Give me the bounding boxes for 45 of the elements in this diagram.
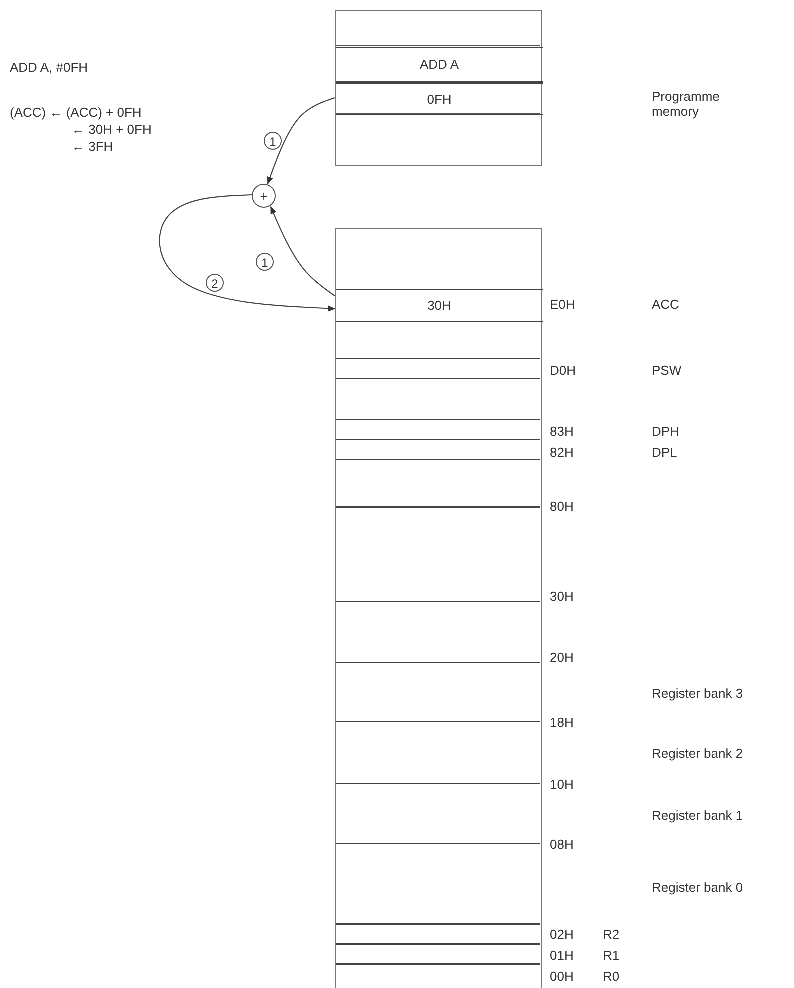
cell-text: 0FH <box>426 92 453 107</box>
arrow <box>267 97 336 185</box>
memory-label: 82H <box>550 445 574 460</box>
memory-label: 18H <box>550 715 574 730</box>
memory-label: 08H <box>550 837 574 852</box>
equation-text: ← 30H + 0FH <box>72 122 152 137</box>
memory-label: D0H <box>550 363 576 378</box>
edge-label: 1 <box>256 253 274 271</box>
memory-label: Register bank 1 <box>652 808 744 823</box>
memory-label: 01H <box>550 948 574 963</box>
memory-label: PSW <box>652 363 682 378</box>
memory-cell <box>336 82 543 115</box>
edge-label: 2 <box>206 274 224 292</box>
memory-label: R2 <box>603 927 620 942</box>
memory-label: DPH <box>652 424 680 439</box>
memory-label: 02H <box>550 927 574 942</box>
arrow <box>270 206 336 296</box>
cell-text: + <box>259 189 269 204</box>
cell-text: ADD A <box>418 57 460 72</box>
memory-label: Register bank 3 <box>652 686 744 701</box>
address-label: E0H <box>550 297 576 312</box>
memory-label: 83H <box>550 424 574 439</box>
memory-block <box>335 10 542 166</box>
memory-label: 00H <box>550 969 574 984</box>
memory-label: DPL <box>652 445 678 460</box>
memory-label: 30H <box>550 589 574 604</box>
adder-circle <box>252 184 276 208</box>
memory-title: Programme memory <box>652 89 721 119</box>
arrow <box>159 194 336 312</box>
memory-label: 20H <box>550 650 574 665</box>
memory-label: Register bank 0 <box>652 880 744 895</box>
memory-label: 80H <box>550 499 574 514</box>
memory-block <box>335 228 542 988</box>
memory-label: Register bank 2 <box>652 746 744 761</box>
memory-label: R1 <box>603 948 620 963</box>
equation-text: ADD A, #0FH <box>10 60 88 75</box>
edge-label: 1 <box>264 132 282 150</box>
cell-text: 30H <box>426 298 452 313</box>
equation-text: (ACC) ← (ACC) + 0FH <box>10 105 142 120</box>
memory-cell <box>336 47 543 82</box>
memory-label: 10H <box>550 777 574 792</box>
memory-label: R0 <box>603 969 620 984</box>
memory-cell <box>336 289 543 322</box>
memory-label: ACC <box>652 297 680 312</box>
equation-text: ← 3FH <box>72 139 114 154</box>
